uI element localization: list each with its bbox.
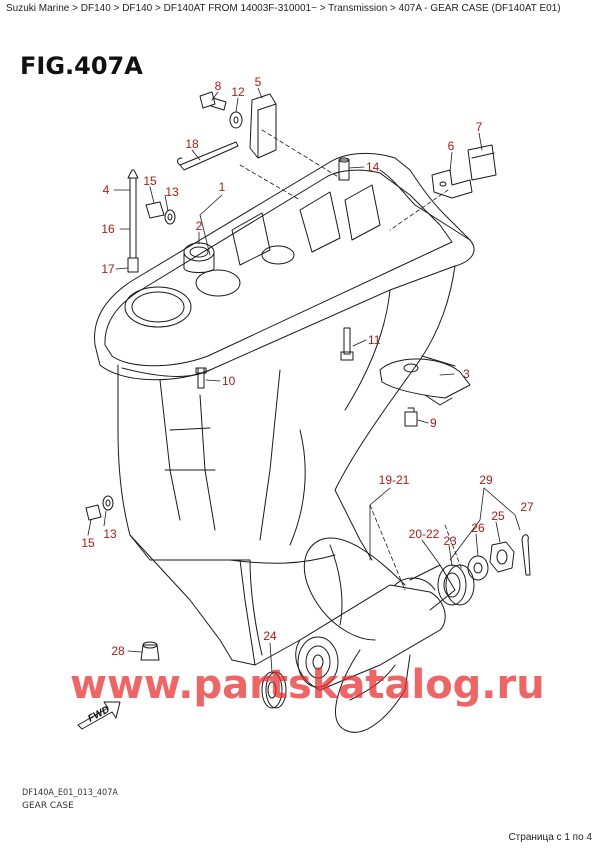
part-12-washer (229, 111, 243, 129)
breadcrumb-separator: > (72, 3, 78, 14)
part-15-plug-lower (85, 504, 102, 521)
part-6-bracket (431, 169, 473, 199)
callout-29[interactable]: 29 (479, 473, 493, 487)
callout-11[interactable]: 11 (368, 333, 381, 347)
watermark: www.partskatalog.ru (70, 662, 545, 708)
breadcrumb-item-df140-a[interactable]: DF140 (80, 3, 111, 14)
part-9-bolt (404, 407, 418, 427)
figure-caption: GEAR CASE (22, 801, 74, 811)
breadcrumb-item-current: 407A - GEAR CASE (DF140AT E01) (398, 3, 561, 14)
callout-12[interactable]: 12 (231, 85, 245, 99)
part-24-spacer (261, 671, 287, 709)
figure-code: DF140A_E01_013_407A (22, 788, 118, 798)
callout-13-lower[interactable]: 13 (103, 527, 117, 541)
propeller-assembly (295, 537, 456, 733)
breadcrumb-item-suzuki-marine[interactable]: Suzuki Marine (6, 3, 70, 14)
callout-16[interactable]: 16 (101, 222, 115, 236)
part-18-clip (177, 141, 239, 171)
callout-19-21[interactable]: 19-21 (379, 473, 410, 487)
breadcrumb: Suzuki Marine > DF140 > DF140 > DF140AT … (6, 3, 596, 14)
part-27-cotter-pin (521, 534, 531, 576)
page-counter: Страница с 1 по 4 (508, 832, 592, 843)
callout-1[interactable]: 1 (219, 180, 226, 194)
part-14-pin (338, 157, 350, 181)
part-5-anode (249, 93, 277, 159)
callout-13-upper[interactable]: 13 (165, 185, 179, 199)
callout-9[interactable]: 9 (430, 416, 437, 430)
callout-3[interactable]: 3 (463, 367, 470, 381)
part-15-plug-upper (145, 201, 165, 219)
callout-24[interactable]: 24 (263, 629, 277, 643)
gear-case-housing (94, 152, 475, 666)
callout-20-22[interactable]: 20-22 (409, 527, 440, 541)
callout-6[interactable]: 6 (448, 139, 455, 153)
breadcrumb-separator: > (319, 3, 326, 14)
callout-27[interactable]: 27 (520, 500, 534, 514)
part-3-trim-tab (379, 355, 471, 406)
part-13-gasket-upper (164, 209, 176, 225)
breadcrumb-separator: > (154, 3, 161, 14)
part-25-nut (489, 541, 515, 573)
callout-26[interactable]: 26 (471, 521, 485, 535)
callout-4[interactable]: 4 (103, 183, 110, 197)
part-26-washer (467, 555, 489, 581)
fwd-arrow (77, 701, 121, 730)
callout-8[interactable]: 8 (215, 79, 222, 93)
callout-15-upper[interactable]: 15 (143, 174, 157, 188)
figure-title: FIG.407A (20, 52, 143, 80)
callout-15-lower[interactable]: 15 (81, 536, 95, 550)
callout-10[interactable]: 10 (222, 374, 236, 388)
breadcrumb-separator: > (390, 3, 396, 14)
part-13-gasket-lower (102, 495, 114, 511)
callout-23[interactable]: 23 (443, 534, 457, 548)
breadcrumb-item-df140-b[interactable]: DF140 (122, 3, 153, 14)
part-8-bolt (199, 91, 227, 111)
part-7-plate (467, 144, 497, 181)
callout-5[interactable]: 5 (255, 75, 262, 89)
callout-2[interactable]: 2 (196, 219, 203, 233)
breadcrumb-item-transmission[interactable]: Transmission (328, 3, 388, 14)
breadcrumb-separator: > (113, 3, 120, 14)
callout-18[interactable]: 18 (185, 137, 199, 151)
breadcrumb-item-model[interactable]: DF140AT FROM 14003F-310001~ (163, 3, 317, 14)
callout-14[interactable]: 14 (366, 160, 380, 174)
part-11-bolt (340, 327, 354, 361)
part-28-plug (140, 641, 160, 661)
callout-28[interactable]: 28 (111, 644, 125, 658)
callout-25[interactable]: 25 (491, 509, 505, 523)
part-4-16-17-stud (127, 169, 139, 273)
callout-17[interactable]: 17 (101, 262, 115, 276)
part-10-bolt (195, 367, 207, 389)
callout-7[interactable]: 7 (476, 120, 483, 134)
